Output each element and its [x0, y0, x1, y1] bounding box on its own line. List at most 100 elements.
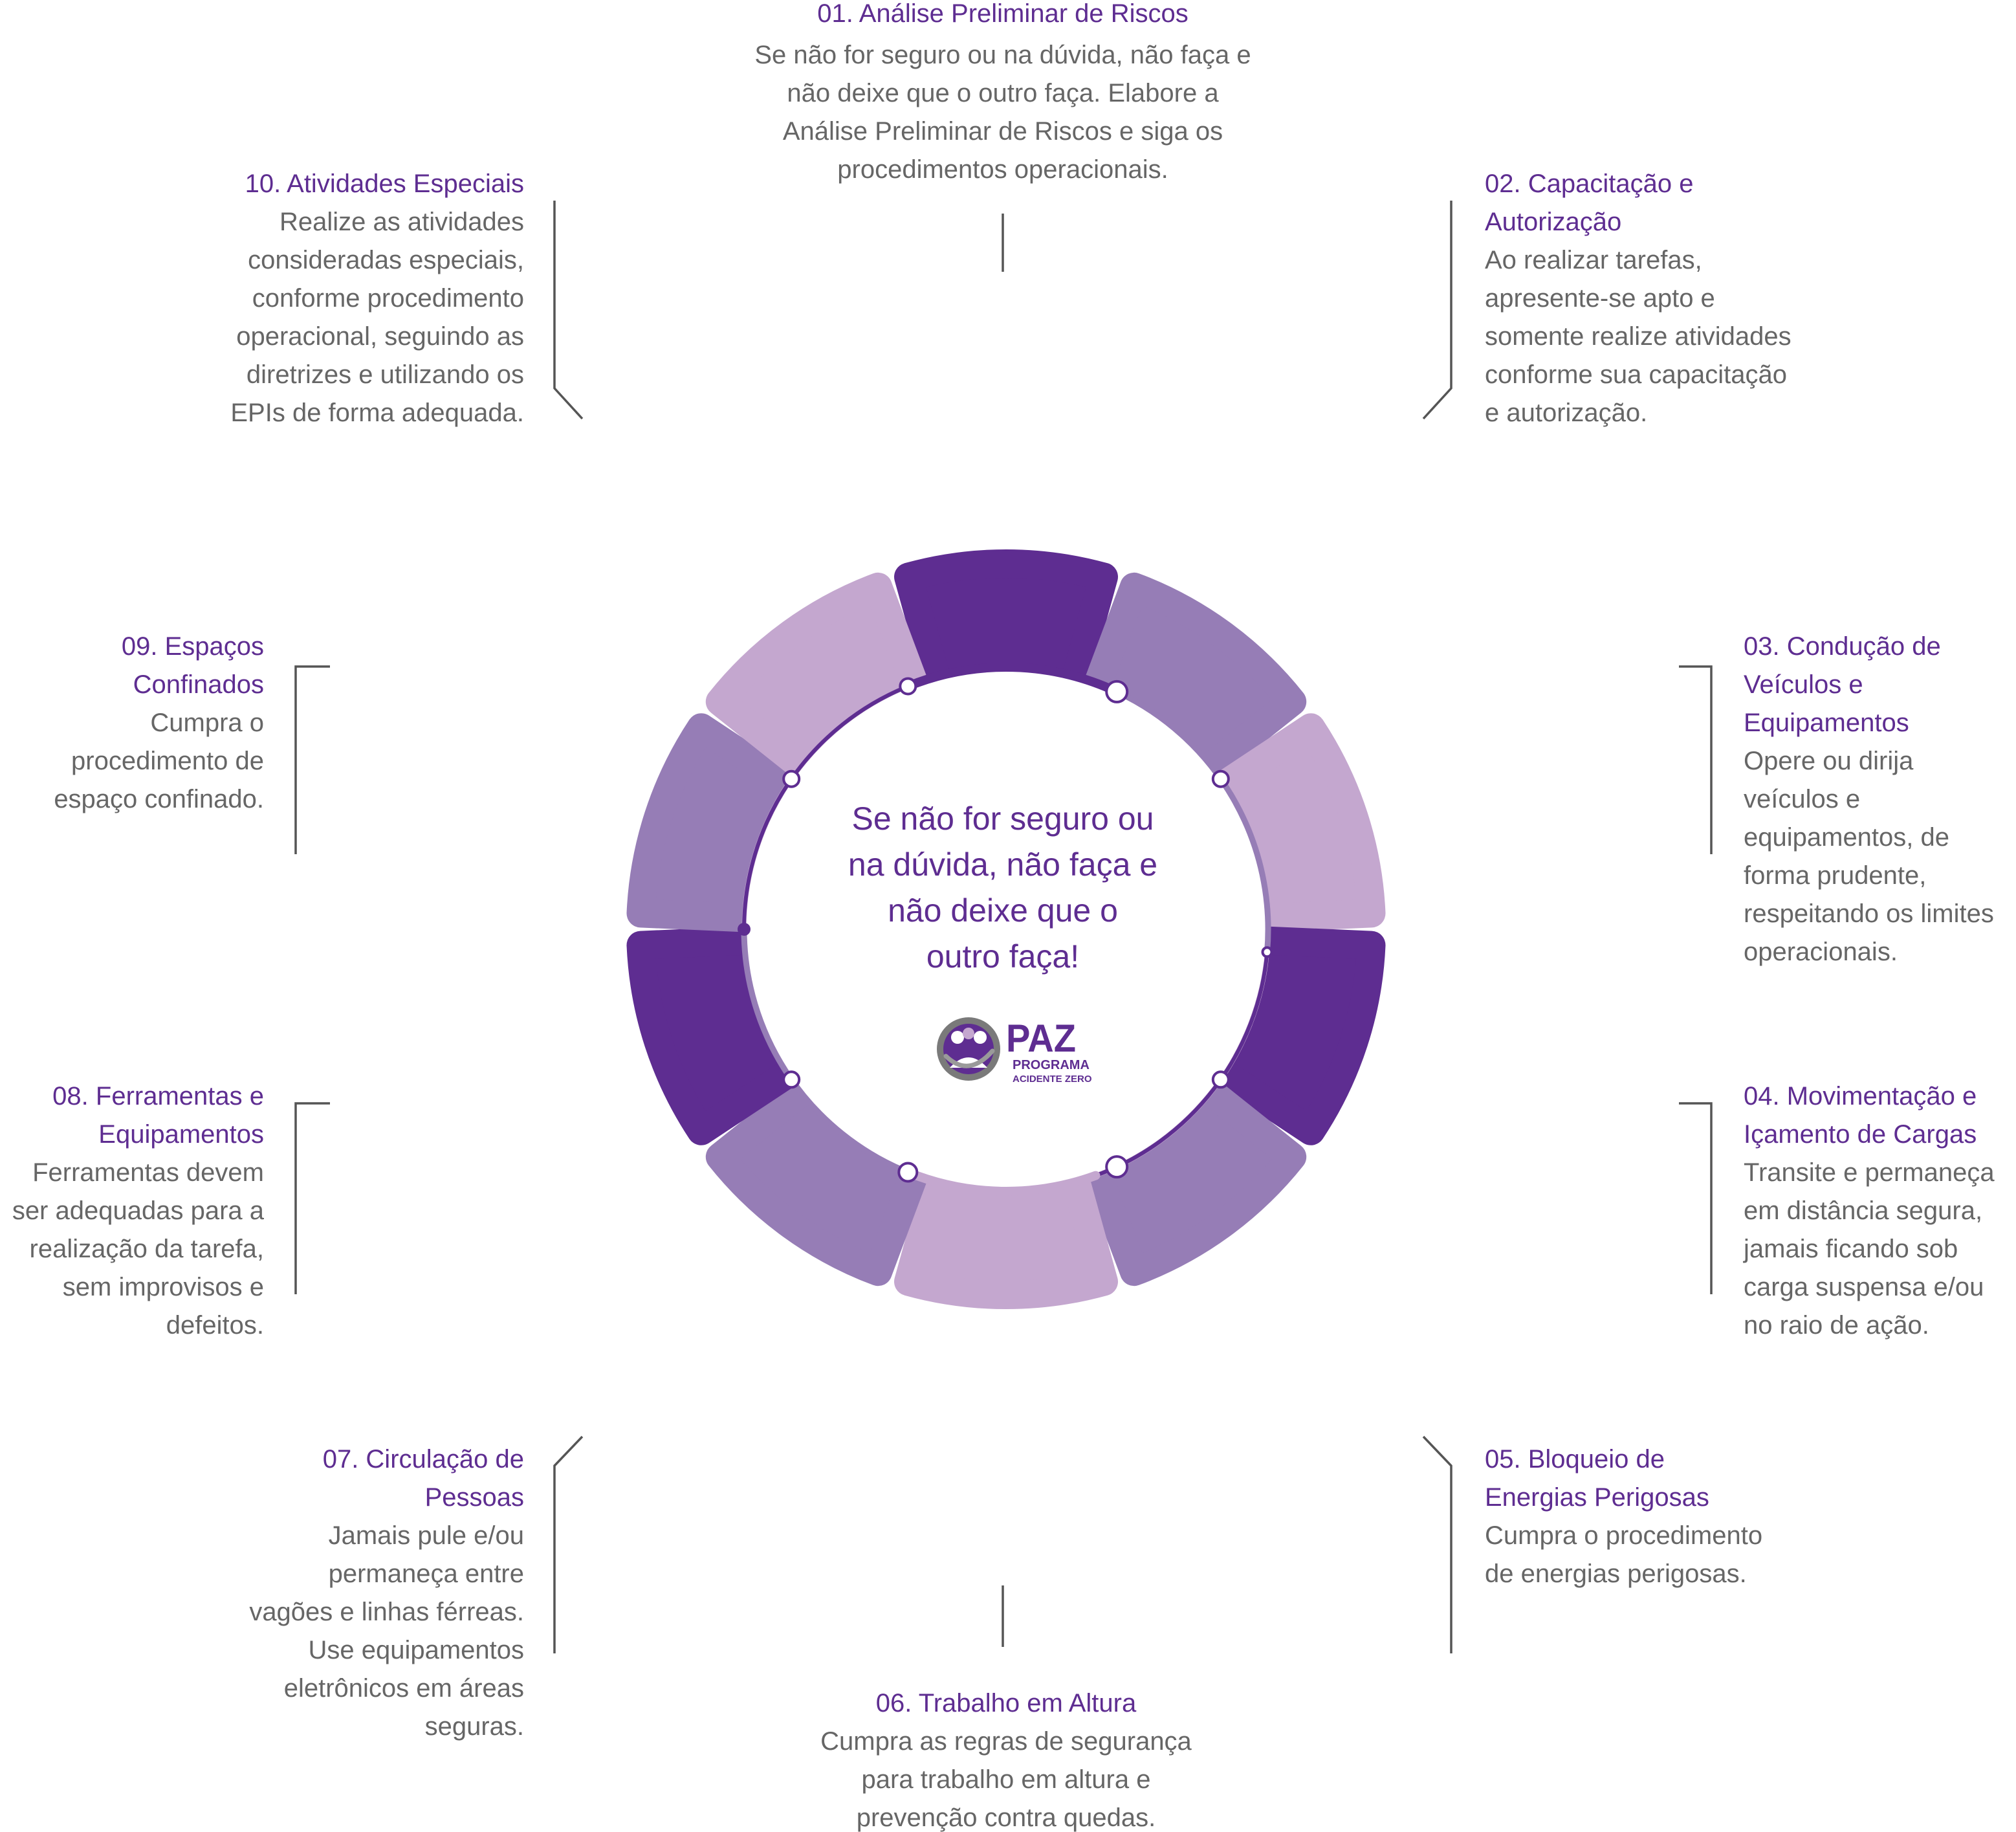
rule-description: espaço confinado.: [54, 785, 264, 813]
center-message-line: não deixe que o: [888, 892, 1118, 929]
rule-title: Veículos e: [1744, 670, 1863, 699]
center-ring-arc: [1113, 689, 1271, 955]
energy-lock-icon: [1269, 1247, 1364, 1356]
rule-description: para trabalho em altura e: [862, 1765, 1151, 1794]
center-ring-node: [1211, 1070, 1230, 1089]
center-ring-node: [1105, 679, 1129, 703]
rule-description: Ferramentas devem: [32, 1158, 264, 1187]
rule-title: Energias Perigosas: [1485, 1483, 1709, 1512]
rule-description: Ao realizar tarefas,: [1485, 246, 1702, 274]
rule-description: realização da tarefa,: [30, 1235, 264, 1263]
bus-driver-icon: [1425, 734, 1522, 857]
rule-title: Pessoas: [425, 1483, 524, 1512]
rule-description: equipamentos, de: [1744, 823, 1949, 852]
rule-description: Transite e permaneça: [1744, 1158, 1995, 1187]
rule-description: consideradas especiais,: [248, 246, 524, 274]
rule-03-label: 03. Condução de Veículos e Equipamentos …: [1744, 632, 1994, 966]
leader-line-04: [1679, 1102, 1713, 1294]
center-ring-node: [899, 677, 917, 696]
rule-description: ser adequadas para a: [12, 1197, 265, 1225]
center-ring: [738, 663, 1273, 1196]
rule-title: 05. Bloqueio de: [1485, 1445, 1665, 1473]
center-message-line: Se não for seguro ou: [852, 800, 1154, 837]
confined-space-icon: [487, 742, 587, 835]
rule-title: Autorização: [1485, 208, 1621, 236]
rule-description: conforme sua capacitação: [1485, 360, 1787, 389]
leader-line-09: [294, 665, 330, 854]
rule-description: carga suspensa e/ou: [1744, 1273, 1984, 1301]
rule-description: sem improvisos e: [63, 1273, 264, 1301]
rule-description: prevenção contra quedas.: [857, 1804, 1156, 1832]
rule-description: respeitando os limites: [1744, 899, 1994, 928]
rule-title: 02. Capacitação e: [1485, 170, 1693, 198]
center-ring-node: [782, 1070, 801, 1089]
rule-description: Use equipamentos: [308, 1636, 524, 1664]
center-ring-node: [1261, 946, 1273, 958]
center-ring-arc: [1093, 950, 1269, 1178]
rule-01-label: 01. Análise Preliminar de Riscos Se não …: [754, 0, 1251, 184]
rule-description: Se não for seguro ou na dúvida, não faça…: [754, 41, 1251, 69]
rule-title: 09. Espaços: [122, 632, 264, 661]
rule-description: Cumpra o: [150, 709, 264, 737]
rule-description: operacional, seguindo as: [236, 322, 524, 351]
center-ring-arc: [903, 1167, 1101, 1196]
paz-logo-name: PAZ: [1006, 1017, 1076, 1060]
rule-description: seguras.: [425, 1712, 524, 1741]
rule-description: Realize as atividades: [279, 208, 524, 236]
rule-description: vagões e linhas férreas.: [249, 1598, 524, 1626]
rule-title: 08. Ferramentas e: [52, 1082, 264, 1110]
rule-02-label: 02. Capacitação e Autorização Ao realiza…: [1485, 170, 1791, 427]
center-ring-arc: [903, 663, 1122, 696]
rule-description: Jamais pule e/ou: [329, 1521, 524, 1550]
center-ring-node: [1211, 769, 1230, 788]
center-ring-node: [897, 1162, 919, 1183]
train-worker-icon: [639, 1244, 750, 1341]
rule-description: no raio de ação.: [1744, 1311, 1929, 1340]
rule-description: procedimentos operacionais.: [837, 155, 1168, 184]
leader-line-03: [1679, 665, 1713, 854]
rule-description: eletrônicos em áreas: [284, 1674, 524, 1703]
rule-description: de energias perigosas.: [1485, 1560, 1747, 1588]
rule-08-label: 08. Ferramentas e Equipamentos Ferrament…: [12, 1082, 265, 1340]
rule-description: Cumpra o procedimento: [1485, 1521, 1762, 1550]
center-ring-node: [738, 923, 751, 936]
warning-triangle-icon: [624, 482, 759, 575]
rule-title: 06. Trabalho em Altura: [876, 1689, 1137, 1717]
broken-wrench-icon: [493, 1021, 587, 1118]
leader-line-05: [1422, 1435, 1452, 1653]
rule-07-label: 07. Circulação de Pessoas Jamais pule e/…: [249, 1445, 524, 1741]
center-message-line: outro faça!: [926, 938, 1079, 975]
rule-description: permaneça entre: [329, 1560, 524, 1588]
leader-lines: [294, 201, 1713, 1653]
rule-title: 10. Atividades Especiais: [245, 170, 524, 198]
paz-logo-subtitle: ACIDENTE ZERO: [1013, 1074, 1092, 1085]
center-message: Se não for seguro ou na dúvida, não faça…: [848, 800, 1157, 975]
rule-description: não deixe que o outro faça. Elabore a: [787, 79, 1219, 107]
rule-description: procedimento de: [71, 747, 264, 775]
instructor-board-icon: [1244, 495, 1357, 605]
rule-description: Opere ou dirija: [1744, 747, 1914, 775]
leader-line-10: [553, 201, 584, 420]
rule-06-label: 06. Trabalho em Altura Cumpra as regras …: [820, 1689, 1192, 1832]
center-ring-node: [1105, 1155, 1129, 1179]
rule-title: 07. Circulação de: [323, 1445, 524, 1473]
rule-description: defeitos.: [166, 1311, 264, 1340]
rule-title: Confinados: [133, 670, 264, 699]
paz-logo-subtitle: PROGRAMA: [1013, 1058, 1090, 1072]
rule-description: apresente-se apto e: [1485, 284, 1715, 313]
rule-description: veículos e: [1744, 785, 1860, 813]
rule-description: EPIs de forma adequada.: [230, 399, 524, 427]
rule-description: diretrizes e utilizando os: [247, 360, 524, 389]
rule-title: 03. Condução de: [1744, 632, 1941, 661]
leader-line-02: [1422, 201, 1452, 420]
rule-04-label: 04. Movimentação e Içamento de Cargas Tr…: [1743, 1082, 1995, 1340]
rule-09-label: 09. Espaços Confinados Cumpra o procedim…: [54, 632, 264, 813]
suspended-load-icon: [1438, 991, 1509, 1123]
rule-description: forma prudente,: [1744, 861, 1926, 890]
rule-title: 01. Análise Preliminar de Riscos: [817, 0, 1189, 28]
rule-title: Içamento de Cargas: [1744, 1120, 1977, 1149]
document-check-icon: [962, 377, 1063, 486]
rule-title: Equipamentos: [1744, 709, 1909, 737]
rule-description: jamais ficando sob: [1743, 1235, 1958, 1263]
rule-description: conforme procedimento: [252, 284, 524, 313]
